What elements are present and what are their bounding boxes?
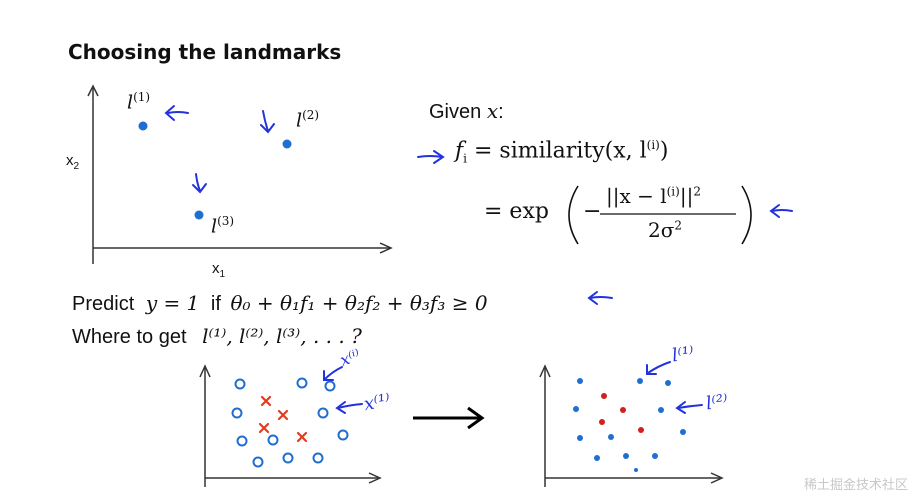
slide-title: Choosing the landmarks xyxy=(68,40,342,64)
hand-arrows-plot3 xyxy=(646,361,703,414)
plot2-circles xyxy=(231,377,349,468)
plot2-crosses xyxy=(258,395,308,443)
plot3-red-dots xyxy=(599,393,644,433)
hand-arrows-plot1 xyxy=(164,105,275,194)
predict-line: Predict y = 1 if θ₀ + θ₁f₁ + θ₂f₂ + θ₃f₃… xyxy=(72,291,488,315)
landmark-label-2: l(2) xyxy=(296,108,320,132)
minus-sign: − xyxy=(583,199,602,224)
l1-annotation: l⁽¹⁾ xyxy=(670,342,696,367)
hand-arrows-equations xyxy=(417,150,793,305)
similarity-equation: fi = similarity(x, l(i)) xyxy=(455,138,669,166)
fraction-numerator: ||x − l(i)||2 xyxy=(606,184,701,208)
plot2-axes xyxy=(199,364,382,487)
exp-prefix: = exp xyxy=(484,199,549,224)
plot3-blue-dots xyxy=(573,378,686,472)
left-paren xyxy=(568,185,579,245)
hand-arrows-plot2 xyxy=(323,366,363,414)
l2-annotation: l⁽²⁾ xyxy=(704,390,730,415)
x1-annotation: x⁽¹⁾ xyxy=(362,389,392,416)
x-axis-label: x1 xyxy=(212,260,226,280)
landmark-label-1: l(1) xyxy=(127,90,151,114)
y-axis-label: x2 xyxy=(66,152,80,172)
where-line: Where to get l⁽¹⁾, l⁽²⁾, l⁽³⁾, . . . ? xyxy=(72,324,362,348)
given-line: Given x: xyxy=(429,99,504,123)
landmark-label-3: l(3) xyxy=(211,214,235,238)
fraction-denominator: 2σ2 xyxy=(648,218,683,242)
landmark-point-2 xyxy=(282,139,292,149)
landmark-point-1 xyxy=(138,121,148,131)
transform-arrow xyxy=(413,406,485,430)
plot1-axes xyxy=(87,84,393,264)
right-paren xyxy=(741,185,752,245)
landmark-point-3 xyxy=(194,210,204,220)
watermark: 稀土掘金技术社区 xyxy=(803,478,908,493)
plot3-axes xyxy=(539,364,724,487)
